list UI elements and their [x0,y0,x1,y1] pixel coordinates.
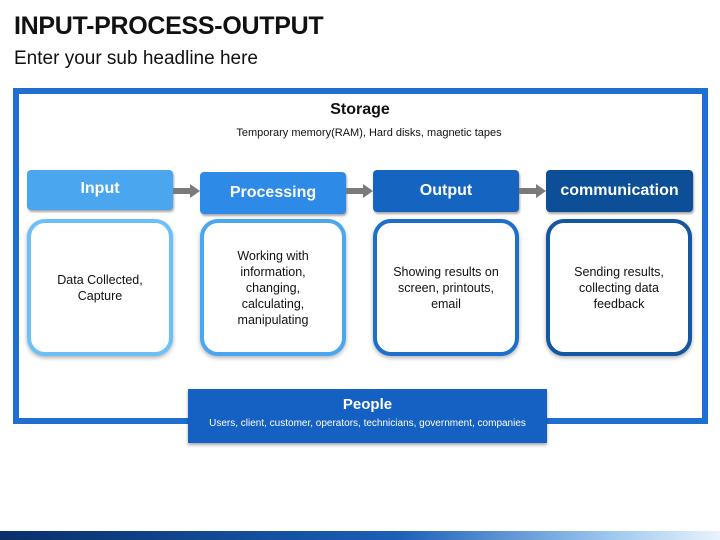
stage-description-input: Data Collected, Capture [57,272,143,303]
arrow-right-icon [346,184,373,198]
arrow-right-icon [519,184,546,198]
stage-description-processing: Working with information, changing, calc… [237,248,309,327]
stage-header-input: Input [27,170,173,210]
people-description: Users, client, customer, operators, tech… [209,418,526,429]
footer-gradient-bar [0,531,720,540]
slide-title: INPUT-PROCESS-OUTPUT [14,12,324,40]
slide-subtitle: Enter your sub headline here [14,48,258,69]
storage-description: Temporary memory(RAM), Hard disks, magne… [236,127,502,139]
stage-header-output: Output [373,170,519,212]
stage-card-input: Data Collected, Capture [27,219,173,356]
arrow-right-icon [173,184,200,198]
stage-description-communication: Sending results, collecting data feedbac… [574,264,664,311]
people-title: People [342,396,393,413]
stage-card-processing: Working with information, changing, calc… [200,219,346,356]
stage-header-communication: communication [546,170,693,212]
stage-description-output: Showing results on screen, printouts, em… [393,264,499,311]
stage-card-communication: Sending results, collecting data feedbac… [546,219,692,356]
storage-title: Storage [330,101,390,118]
stage-card-output: Showing results on screen, printouts, em… [373,219,519,356]
stage-header-processing: Processing [200,172,346,214]
people-box: People Users, client, customer, operator… [188,389,547,443]
